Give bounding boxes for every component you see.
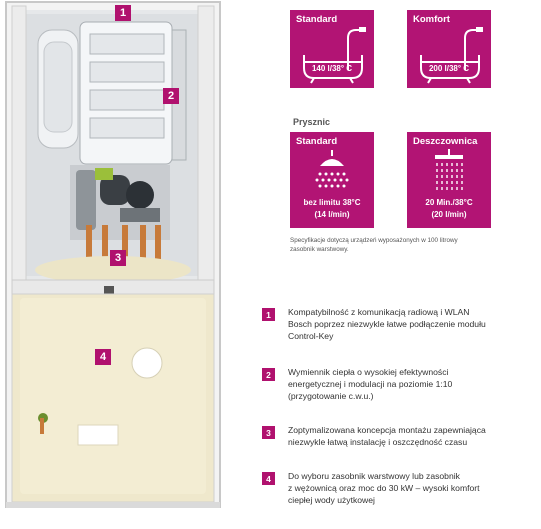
feature-text: Wymiennik ciepła o wysokiej efektywności… <box>288 366 532 402</box>
tile-standard-shower: Standard bez limitu 38°C (14 l/min) <box>290 132 374 228</box>
callout-badge-3: 3 <box>110 250 126 266</box>
feature-text-line: Do wyboru zasobnik warstwowy lub zasobni… <box>288 471 460 481</box>
feature-text: Kompatybilność z komunikacją radiową i W… <box>288 306 532 342</box>
bathtub-icon <box>420 27 483 84</box>
feature-text-line: Control-Key <box>288 331 334 341</box>
tile-inner-text: 200 l/38° C <box>428 64 470 73</box>
feature-item-2: 2 Wymiennik ciepła o wysokiej efektywnoś… <box>262 366 532 406</box>
feature-text-line: z wężownicą oraz moc do 30 kW – wysoki k… <box>288 483 480 493</box>
feature-text-line: ciepłej wody użytkowej <box>288 495 375 505</box>
tile-title: Komfort <box>413 14 450 25</box>
feature-text-line: Bosch poprzez niezwykle łatwe podłączeni… <box>288 319 486 329</box>
tile-title: Standard <box>296 14 338 25</box>
feature-text-line: energetycznej i modulacji na poziomie 1:… <box>288 379 453 389</box>
rain-shower-icon <box>435 149 463 193</box>
spec-note-line-2: zasobnik warstwowy. <box>290 246 349 253</box>
shower-head-icon <box>315 150 349 188</box>
callout-badge-1: 1 <box>115 5 131 21</box>
spec-note-line-1: Specyfikacje dotyczą urządzeń wyposażony… <box>290 237 458 244</box>
tile-standard-bath: Standard 140 l/38° C 7 Min. (20 l/min) <box>290 10 374 115</box>
feature-item-1: 1 Kompatybilność z komunikacją radiową i… <box>262 306 532 346</box>
tile-bottom-text: 7 Min. (20 l/min) <box>301 106 362 115</box>
feature-number-badge: 1 <box>262 308 275 321</box>
callout-badge-2: 2 <box>163 88 179 104</box>
feature-number-badge: 4 <box>262 472 275 485</box>
feature-number-badge: 3 <box>262 426 275 439</box>
feature-text-line: Wymiennik ciepła o wysokiej efektywności <box>288 367 449 377</box>
feature-text: Zoptymalizowana koncepcja montażu zapewn… <box>288 424 532 448</box>
tile-bottom-text-2: (14 l/min) <box>314 210 350 219</box>
tile-bottom-text: 10 Min. (20 l/min) <box>416 106 482 115</box>
tile-rain-shower: Deszczownica 20 Min./38°C (20 l/min) <box>407 132 491 228</box>
tile-bottom-text-2: (20 l/min) <box>431 210 467 219</box>
boiler-drawing <box>5 1 221 508</box>
callout-badge-4: 4 <box>95 349 111 365</box>
feature-text: Do wyboru zasobnik warstwowy lub zasobni… <box>288 470 532 506</box>
tile-title: Deszczownica <box>413 136 478 147</box>
tile-inner-text: 140 l/38° C <box>311 64 353 73</box>
feature-text-line: niezwykle łatwą instalację i oszczędność… <box>288 437 468 447</box>
tile-comfort-bath: Komfort 200 l/38° C 10 Min. (20 l/min) <box>407 10 491 115</box>
feature-text-line: Kompatybilność z komunikacją radiową i W… <box>288 307 470 317</box>
tile-bottom-text-1: 20 Min./38°C <box>425 198 473 207</box>
feature-text-line: Zoptymalizowana koncepcja montażu zapewn… <box>288 425 486 435</box>
boiler-illustration: 1 2 3 4 <box>0 0 230 524</box>
feature-text-line: (przygotowanie c.w.u.) <box>288 391 374 401</box>
shower-section-label: Prysznic <box>293 117 331 127</box>
feature-item-4: 4 Do wyboru zasobnik warstwowy lub zasob… <box>262 470 532 510</box>
tile-title: Standard <box>296 136 338 147</box>
tile-bottom-text-1: bez limitu 38°C <box>303 198 361 207</box>
feature-item-3: 3 Zoptymalizowana koncepcja montażu zape… <box>262 424 532 452</box>
spec-note: Specyfikacje dotyczą urządzeń wyposażony… <box>290 236 530 254</box>
bathtub-icon <box>303 27 366 84</box>
feature-number-badge: 2 <box>262 368 275 381</box>
